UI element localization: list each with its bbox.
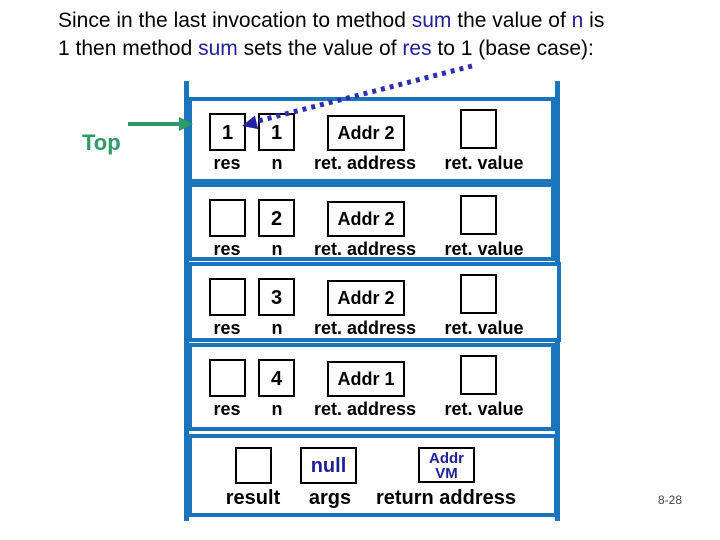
res-box (209, 278, 246, 316)
title-segment-sum: sum (411, 9, 452, 32)
title-segment-res: res (402, 37, 432, 60)
top-of-stack-label: Top (82, 130, 121, 155)
ret-address-label: ret. address (313, 239, 417, 259)
ret-value-label: ret. value (444, 399, 524, 419)
stack-frame-3: 3 Addr 2 res n ret. address ret. value (188, 262, 561, 342)
stack-frame-2: 2 Addr 2 res n ret. address ret. value (188, 183, 555, 261)
stack-outline-left (184, 81, 189, 521)
ret-address-box: Addr 1 (327, 361, 405, 397)
ret-value-label: ret. value (444, 239, 524, 259)
title-segment-sum: sum (198, 37, 238, 60)
return-address-line1: Addr (429, 450, 464, 467)
res-box (209, 199, 246, 237)
n-label: n (271, 318, 283, 338)
ret-value-box (460, 274, 497, 314)
ret-value-box (460, 355, 497, 395)
n-box: 3 (258, 278, 295, 316)
n-label: n (271, 239, 283, 259)
ret-address-box: Addr 2 (327, 201, 405, 237)
ret-value-box (460, 109, 497, 149)
stack-frame-1: 1 1 Addr 2 res n ret. address ret. value (188, 97, 555, 183)
ret-address-label: ret. address (313, 318, 417, 338)
n-box: 1 (258, 113, 295, 151)
n-label: n (271, 399, 283, 419)
n-box: 2 (258, 199, 295, 237)
slide-title: Since in the last invocation to method s… (58, 7, 708, 63)
res-box (209, 359, 246, 397)
ret-address-label: ret. address (313, 153, 417, 173)
res-box: 1 (209, 113, 246, 151)
title-segment: Since in the last invocation to method (58, 9, 412, 32)
title-segment: the value of (451, 9, 572, 32)
ret-address-box: Addr 2 (327, 115, 405, 151)
return-address-label: return address (375, 487, 517, 509)
ret-value-label: ret. value (444, 318, 524, 338)
args-label: args (308, 487, 352, 509)
ret-address-box: Addr 2 (327, 280, 405, 316)
stack-frame-4: 4 Addr 1 res n ret. address ret. value (188, 343, 555, 431)
n-label: n (271, 153, 283, 173)
res-label: res (213, 318, 241, 338)
result-box (235, 447, 272, 484)
res-label: res (213, 399, 241, 419)
args-box: null (300, 447, 357, 484)
ret-address-label: ret. address (313, 399, 417, 419)
page-number: 8-28 (658, 493, 683, 507)
ret-value-label: ret. value (444, 153, 524, 173)
result-label: result (225, 487, 281, 509)
ret-value-box (460, 195, 497, 235)
title-segment: 1 then method (58, 37, 199, 60)
n-box: 4 (258, 359, 295, 397)
title-segment: is (583, 9, 605, 32)
res-label: res (213, 153, 241, 173)
res-label: res (213, 239, 241, 259)
title-segment-n: n (571, 9, 584, 32)
return-address-line2: VM (435, 465, 458, 482)
title-segment: sets the value of (237, 37, 403, 60)
title-segment: to 1 (base case): (431, 37, 594, 60)
